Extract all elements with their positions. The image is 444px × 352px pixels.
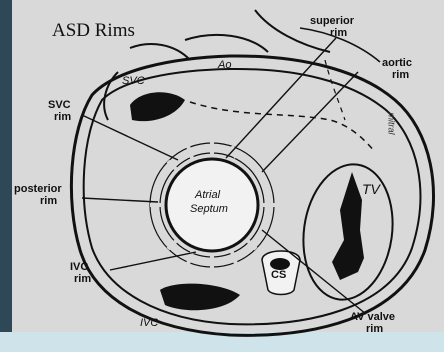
dashed-boundary	[190, 102, 375, 152]
aorta-curve-2	[185, 35, 268, 52]
aortic-rim-label-line1: aortic	[382, 58, 412, 69]
av-valve-rim-label-line1: AV valve	[350, 312, 395, 323]
svc-blob	[130, 92, 185, 121]
tv-dark-shape	[332, 172, 364, 280]
atrial-septum-label-line1: Atrial	[195, 190, 220, 201]
mitral-label: mitral	[386, 113, 397, 135]
av-valve-rim-label-line2: rim	[366, 324, 383, 335]
svc-rim-label-line1: SVC	[48, 100, 71, 111]
ivc-blob	[160, 284, 240, 311]
aortic-rim-label-line2: rim	[392, 70, 409, 81]
svc-label: SVC	[122, 76, 145, 87]
ivc-rim-label-line2: rim	[74, 274, 91, 285]
ivc-rim-label-line1: IVC	[70, 262, 88, 273]
cs-label: CS	[271, 270, 286, 281]
posterior-rim-label-line2: rim	[40, 196, 57, 207]
aorta-curve-1	[130, 44, 190, 60]
posterior-rim-label-line1: posterior	[14, 184, 62, 195]
atrial-septum-label-line2: Septum	[190, 204, 228, 215]
superior-rim-label-line2: rim	[330, 28, 347, 39]
tv-label: TV	[362, 184, 380, 195]
superior-rim-label-line1: superior	[310, 16, 354, 27]
svc-rim-label-line2: rim	[54, 112, 71, 123]
ao-label: Ao	[218, 60, 231, 71]
ivc-label: IVC	[140, 318, 158, 329]
slide-title: ASD Rims	[52, 20, 135, 42]
